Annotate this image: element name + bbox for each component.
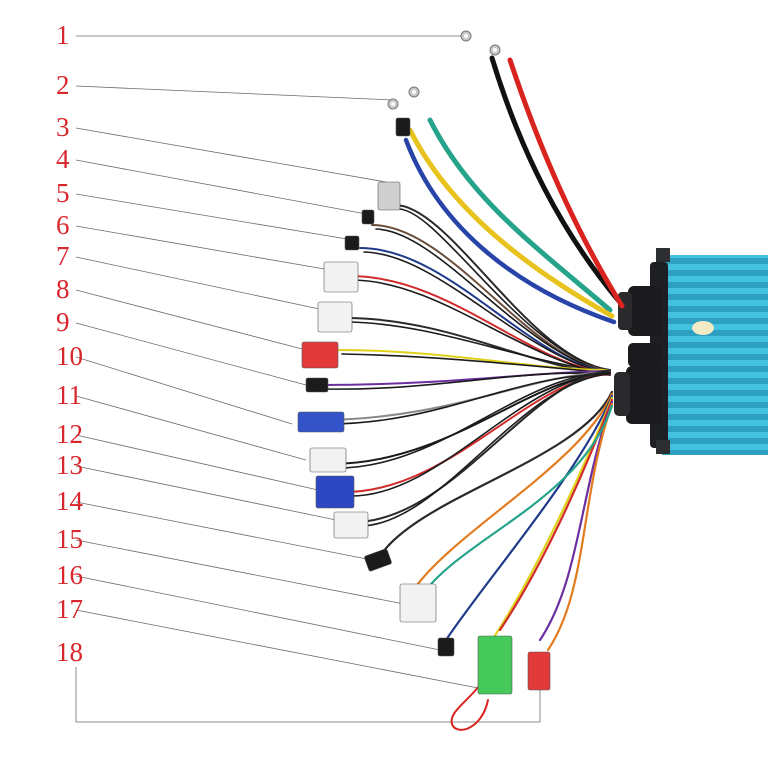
wire-signal-b1: [398, 208, 611, 373]
ring-terminal-icon: [460, 30, 472, 42]
leader-line-4: [75, 159, 367, 215]
leader-line-2: [75, 85, 394, 101]
leader-line-12: [75, 434, 319, 491]
leader-line-14: [75, 501, 373, 561]
wire-lower-6: [538, 400, 614, 642]
ring-terminal-icon: [408, 86, 420, 98]
leader-line-11: [75, 395, 307, 461]
callout-1: 1: [56, 20, 70, 50]
callout-2: 2: [56, 70, 70, 100]
leader-line-5: [75, 193, 354, 241]
callout-8: 8: [56, 274, 70, 304]
connector-icon: [323, 261, 359, 293]
wire-signal-b6: [341, 353, 611, 374]
wire-lower-2: [410, 392, 614, 594]
leader-line-10: [75, 356, 293, 425]
wire-lower-4: [490, 396, 614, 642]
leader-line-7: [75, 256, 325, 311]
connectors: [297, 30, 551, 695]
wire-yellow-phase: [407, 127, 615, 319]
connector-icon: [305, 377, 329, 393]
cable-gland-top: [618, 286, 662, 336]
leader-line-3: [75, 127, 387, 183]
wire-signal-b9: [333, 371, 611, 469]
wire-lower-5: [498, 398, 614, 632]
connector-icon: [395, 117, 411, 137]
leader-line-18: [75, 667, 541, 723]
callout-9: 9: [56, 307, 70, 337]
callout-7: 7: [56, 241, 70, 271]
controller-icon: [614, 248, 768, 455]
leader-line-9: [75, 322, 307, 386]
connector-icon: [315, 475, 355, 509]
leader-line-8: [75, 289, 307, 351]
connector-icon: [527, 651, 551, 691]
connector-icon: [477, 635, 513, 695]
wire-signal-b11: [357, 373, 611, 527]
leader-line-6: [75, 225, 331, 271]
cable-gland-bottom: [614, 366, 662, 424]
callout-4: 4: [56, 144, 70, 174]
wire-red-power: [507, 57, 625, 309]
callout-15: 15: [56, 524, 83, 554]
wire-signal-b3: [363, 251, 611, 375]
connector-icon: [399, 583, 437, 623]
connector-icon: [437, 637, 455, 657]
wire-signal-b5: [348, 321, 611, 373]
ring-terminal-icon: [387, 98, 399, 110]
leader-line-15: [75, 539, 405, 605]
wire-lower-3: [444, 394, 614, 642]
connector-icon: [297, 411, 345, 433]
leader-line-17: [75, 609, 479, 689]
callout-17: 17: [56, 594, 83, 624]
wire-signal-b10: [348, 372, 611, 497]
wire-blue-phase: [403, 137, 617, 325]
wire-signal-11: [353, 369, 611, 523]
callout-16: 16: [56, 560, 83, 590]
connector-icon: [364, 548, 392, 572]
connector-icon: [361, 209, 375, 225]
ring-terminal-icon: [489, 44, 501, 56]
wire-lower-1: [378, 390, 614, 558]
wire-black-power: [489, 55, 621, 303]
wire-signal-2: [371, 224, 611, 372]
connector-icon: [317, 301, 353, 333]
wire-loop-icon: [450, 681, 489, 731]
wire-bundle: [317, 55, 625, 731]
callout-18: 18: [56, 637, 83, 667]
callout-14: 14: [56, 486, 83, 516]
wire-lower-8: [418, 404, 614, 600]
wire-green-phase: [427, 117, 613, 313]
leader-line-13: [75, 465, 337, 521]
connector-icon: [309, 447, 347, 473]
wire-signal-b7: [323, 372, 611, 390]
callout-12: 12: [56, 419, 83, 449]
wire-signal-b2: [375, 228, 611, 374]
connector-icon: [344, 235, 360, 251]
callout-13: 13: [56, 450, 83, 480]
callout-6: 6: [56, 210, 70, 240]
connector-icon: [301, 341, 339, 369]
connector-icon: [377, 181, 401, 211]
wire-signal-10: [344, 373, 611, 493]
wire-signal-b8: [321, 374, 611, 425]
wire-signal-6: [337, 349, 611, 371]
callout-10: 10: [56, 341, 83, 371]
connector-icon: [333, 511, 369, 539]
callout-5: 5: [56, 178, 70, 208]
callout-3: 3: [56, 112, 70, 142]
leader-line-16: [75, 575, 441, 651]
wire-signal-7: [319, 370, 611, 386]
callout-11: 11: [56, 380, 82, 410]
wire-lower-7: [546, 402, 614, 652]
leader-lines: [75, 35, 541, 723]
cable-gland-mid: [628, 343, 662, 367]
